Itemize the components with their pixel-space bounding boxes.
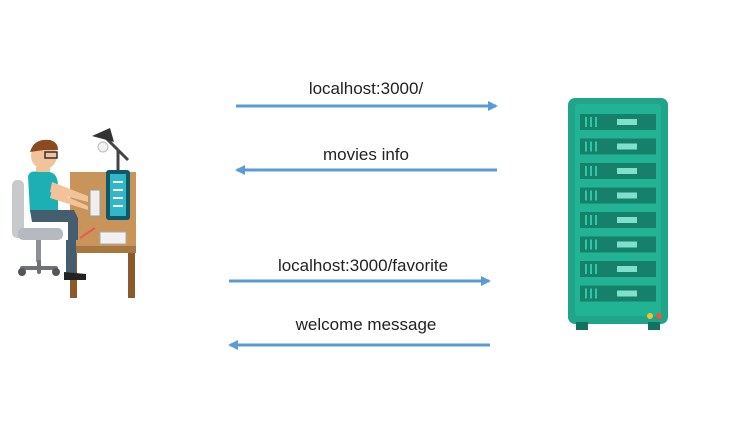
server-vent [590,264,592,274]
server-rack-icon [568,98,668,330]
server-vent [595,166,597,176]
server-indicator [617,192,637,199]
server-vent [590,215,592,225]
server-vent [585,239,587,250]
request-label-favorite: localhost:3000/favorite [277,256,449,275]
server-vent [585,288,587,299]
server-vent [595,215,597,225]
server-vent [595,264,597,274]
server-vent [595,239,597,250]
server-vent [595,288,597,299]
request-label-home: localhost:3000/ [308,79,424,98]
server-vent [595,190,597,201]
server-vent [590,141,592,152]
server-indicator [617,241,637,248]
person-at-computer-icon [12,128,136,298]
server-vent [585,264,587,274]
server-vent [590,117,592,127]
server-vent [590,288,592,299]
server-indicator [617,143,637,150]
server-vent [590,190,592,201]
server-vent [585,215,587,225]
server-vent [585,190,587,201]
response-label-movies-info: movies info [323,145,409,164]
server-vent [585,166,587,176]
server-vent [590,166,592,176]
server-vent [595,117,597,127]
server-indicator [617,290,637,297]
server-vent [595,141,597,152]
server-vent [585,141,587,152]
response-label-welcome-message: welcome message [295,315,437,334]
server-indicator [617,168,637,174]
server-vent [590,239,592,250]
server-indicator [617,217,637,223]
server-vent [585,117,587,127]
server-indicator [617,266,637,272]
server-indicator [617,119,637,125]
